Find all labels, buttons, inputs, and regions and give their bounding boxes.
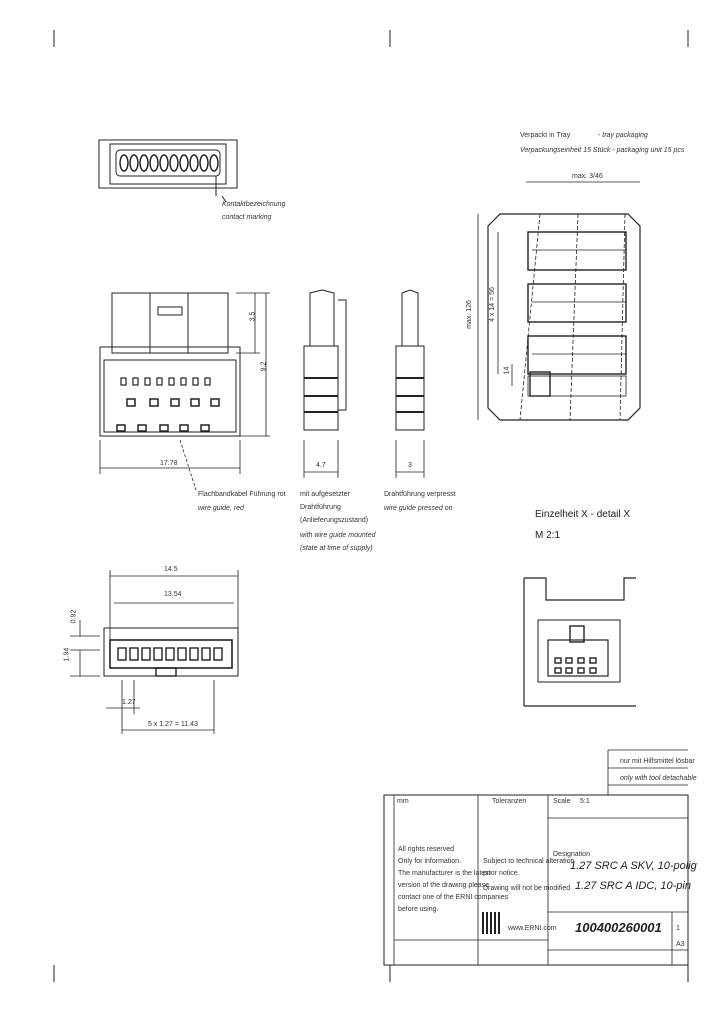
note-flat-cable-en: wire guide, red [198,505,244,512]
erni-logo [482,912,502,934]
note-strain-de3: (Anlieferungszustand) [300,517,369,524]
rights-line5: contact one of the ERNI companies [398,894,509,901]
contact-marking-de: Kontaktbezeichnung [222,201,286,208]
note-pressed-de: Drahtführung verpresst [384,491,456,498]
designation-label: Designation [553,851,590,858]
note-pressed-en: wire guide pressed on [384,505,453,512]
note-strain-en1: with wire guide mounted [300,532,376,539]
website: www.ERNI.com [508,925,557,932]
rights-line6: before using. [398,906,439,913]
titleblock-scale-label: Scale [553,798,571,805]
dim-pitch-total: 5 x 1.27 = 11.43 [148,721,198,728]
titleblock-scale-value: 5:1 [580,798,590,805]
subject-line2: prior notice. [483,870,520,877]
dim-pitch: 1.27 [122,699,136,706]
dim-side-width: 4.7 [316,462,326,469]
subject-line3: Drawing will not be modified [483,885,571,892]
note-strain-de1: mit aufgesetzter [300,491,350,498]
dim-bottom-total: 14.5 [164,566,178,573]
note-flat-cable-de: Flachbandkabel Führung rot [198,491,286,498]
sheet-size: A3 [676,941,685,948]
detail-title: Einzelheit X - detail X [535,509,631,520]
note-strain-de2: Drahtführung [300,504,341,511]
packaging-line2: Verpackungseinheit 15 Stück - packaging … [520,147,685,154]
designation-de: 1.27 SRC A SKV, 10-polig [570,860,697,872]
titleblock-tolerances: Toleranzen [492,798,527,805]
rights-line4: version of the drawing please [398,882,490,889]
tool-note-en: only with tool detachable [620,775,697,782]
rights-line3: The manufacturer is the latest [398,870,491,877]
detail-scale: M 2:1 [535,530,561,541]
packaging-line1: Verpackt in Tray [520,132,571,139]
subject-line1: Subject to technical alteration [483,858,575,865]
rights-line2: Only for information. [398,858,462,865]
designation-en: 1.27 SRC A IDC, 10-pin [575,880,691,892]
tray-width: max. 3/46 [572,173,603,180]
tool-note-de: nur mit Hilfsmittel lösbar [620,758,695,765]
dim-side-width2: 3 [408,462,412,469]
dim-width-front: 17.78 [160,460,178,467]
rights-line1: All rights reserved [398,846,455,853]
note-strain-en2: (state at time of supply) [300,545,373,552]
titleblock-material: mm [397,798,409,805]
part-number: 100400260001 [575,920,662,935]
contact-marking-en: contact marking [222,214,272,221]
sheet-number: 1 [676,925,680,932]
packaging-line1-en: - tray packaging [598,132,648,139]
dim-bottom-inner: 13.54 [164,591,182,598]
